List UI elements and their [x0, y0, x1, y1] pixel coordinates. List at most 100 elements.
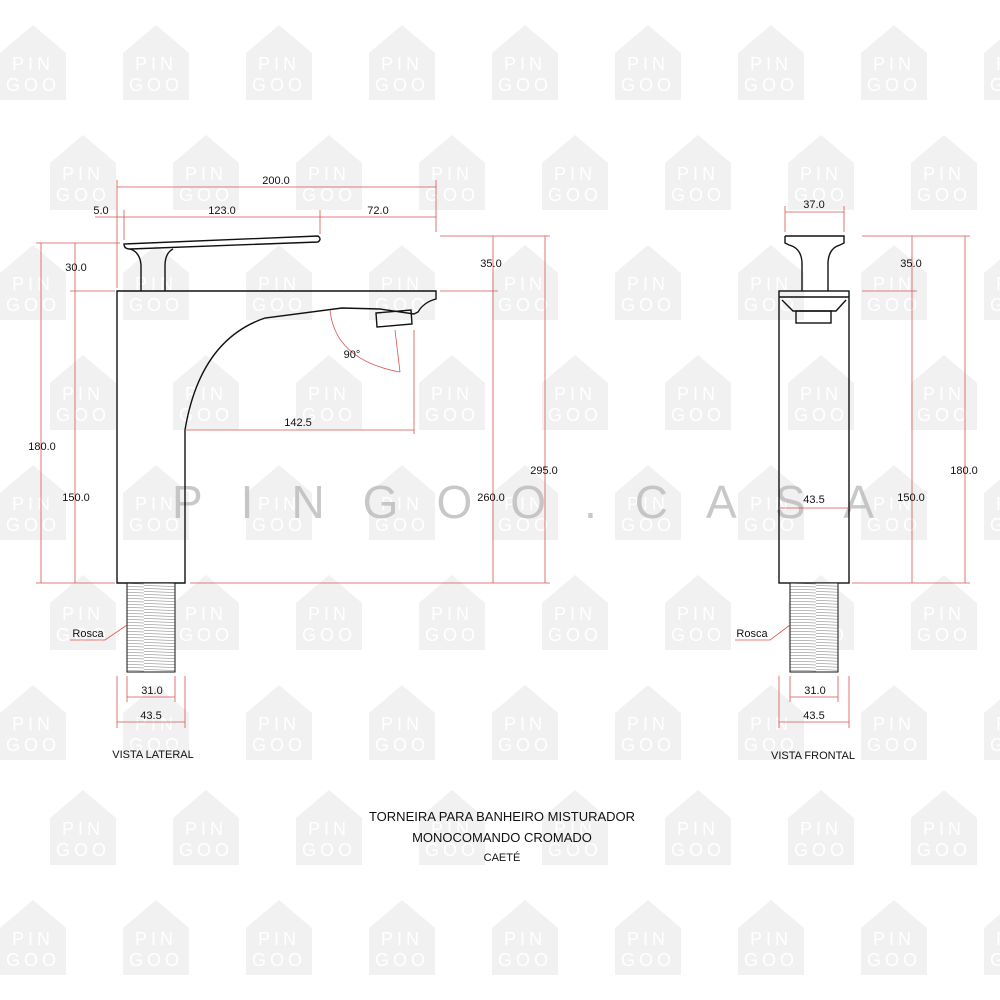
svg-text:GOO: GOO [252, 295, 306, 315]
dim-43-5-frontal: 43.5 [803, 710, 824, 722]
watermark-tile: PINGOO [738, 685, 804, 760]
svg-text:GOO: GOO [867, 735, 921, 755]
watermark-tile: PINGOO [615, 685, 681, 760]
watermark-tile: PINGOO [984, 479, 1000, 540]
watermark-tile: PINGOO [911, 790, 977, 865]
svg-text:PIN: PIN [135, 929, 177, 949]
watermark-tile: PINGOO [542, 575, 608, 650]
watermark-tile: PINGOO [861, 465, 927, 540]
svg-text:GOO: GOO [498, 515, 552, 535]
svg-text:PIN: PIN [381, 714, 423, 734]
dim-35: 35.0 [480, 258, 501, 270]
svg-text:PIN: PIN [873, 494, 915, 514]
dim-200: 200.0 [262, 175, 290, 187]
svg-text:PIN: PIN [431, 164, 473, 184]
view-label-frontal: VISTA FRONTAL [771, 750, 855, 762]
svg-text:PIN: PIN [627, 929, 669, 949]
watermark-tile: PINGOO [615, 900, 681, 975]
dim-260: 260.0 [477, 492, 505, 504]
svg-text:PIN: PIN [873, 714, 915, 734]
svg-text:PIN: PIN [308, 819, 350, 839]
svg-text:GOO: GOO [498, 735, 552, 755]
watermark-tile: PINGOO [738, 465, 804, 540]
watermark-tile: PINGOO [738, 900, 804, 975]
svg-text:GOO: GOO [302, 185, 356, 205]
watermark-tile: PINGOO [665, 790, 731, 865]
svg-text:GOO: GOO [252, 515, 306, 535]
watermark-tile: PINGOO [984, 259, 1000, 320]
svg-text:PIN: PIN [62, 384, 104, 404]
svg-text:PIN: PIN [996, 714, 1000, 734]
svg-text:GOO: GOO [744, 75, 798, 95]
svg-text:GOO: GOO [129, 295, 183, 315]
svg-text:GOO: GOO [302, 405, 356, 425]
svg-text:PIN: PIN [677, 604, 719, 624]
svg-text:PIN: PIN [923, 604, 965, 624]
frontal-dimension-lines [735, 206, 970, 728]
watermark-tile: PINGOO [369, 465, 435, 540]
dim-142-5: 142.5 [284, 417, 312, 429]
svg-text:PIN: PIN [258, 929, 300, 949]
svg-text:PIN: PIN [750, 274, 792, 294]
thread-label-lateral: Rosca [72, 628, 104, 640]
svg-text:PIN: PIN [135, 274, 177, 294]
svg-text:GOO: GOO [375, 515, 429, 535]
svg-text:PIN: PIN [677, 384, 719, 404]
title-line-3: CAETÉ [484, 851, 521, 864]
svg-text:GOO: GOO [794, 840, 848, 860]
svg-text:PIN: PIN [627, 54, 669, 74]
dim-43-5-lateral: 43.5 [140, 710, 161, 722]
svg-text:PIN: PIN [800, 384, 842, 404]
watermark-tile: PINGOO [246, 245, 312, 320]
svg-text:PIN: PIN [308, 384, 350, 404]
svg-text:GOO: GOO [621, 735, 675, 755]
svg-text:PIN: PIN [431, 819, 473, 839]
svg-text:GOO: GOO [548, 405, 602, 425]
watermark-tile: PINGOO [123, 25, 189, 100]
thread-label-frontal: Rosca [736, 628, 768, 640]
svg-text:GOO: GOO [917, 840, 971, 860]
svg-text:GOO: GOO [425, 405, 479, 425]
svg-text:GOO: GOO [375, 75, 429, 95]
svg-text:GOO: GOO [252, 950, 306, 970]
svg-text:GOO: GOO [794, 405, 848, 425]
svg-text:GOO: GOO [621, 75, 675, 95]
watermark-tile: PINGOO [911, 135, 977, 210]
svg-text:GOO: GOO [990, 295, 1000, 315]
svg-text:GOO: GOO [425, 625, 479, 645]
svg-text:GOO: GOO [179, 185, 233, 205]
watermark-tile: PINGOO [369, 245, 435, 320]
svg-text:PIN: PIN [431, 384, 473, 404]
svg-text:GOO: GOO [129, 950, 183, 970]
svg-text:PIN: PIN [381, 929, 423, 949]
svg-text:PIN: PIN [185, 164, 227, 184]
svg-text:GOO: GOO [917, 625, 971, 645]
svg-text:PIN: PIN [923, 819, 965, 839]
dim-35-frontal: 35.0 [900, 258, 921, 270]
dim-31-frontal: 31.0 [804, 685, 825, 697]
title-line-2: MONOCOMANDO CROMADO [412, 830, 592, 845]
watermark-tile: PINGOO [492, 25, 558, 100]
svg-text:PIN: PIN [504, 929, 546, 949]
svg-text:PIN: PIN [12, 929, 54, 949]
dim-150-left: 150.0 [62, 492, 90, 504]
watermark-tile: PINGOO [296, 790, 362, 865]
svg-text:GOO: GOO [425, 840, 479, 860]
watermark-tile: PINGOO [369, 685, 435, 760]
svg-text:PIN: PIN [873, 929, 915, 949]
svg-text:PIN: PIN [677, 164, 719, 184]
watermark-tile: PINGOO [173, 790, 239, 865]
svg-text:PIN: PIN [504, 494, 546, 514]
svg-text:GOO: GOO [917, 185, 971, 205]
dim-43-5-body: 43.5 [803, 494, 824, 506]
frontal-view: 37.0 35.0 150.0 180.0 43.5 31.0 43.5 Ros… [735, 199, 978, 762]
watermark-tile: PINGOO [50, 135, 116, 210]
svg-text:GOO: GOO [867, 75, 921, 95]
svg-text:GOO: GOO [179, 625, 233, 645]
svg-text:PIN: PIN [62, 164, 104, 184]
svg-text:PIN: PIN [923, 164, 965, 184]
svg-text:PIN: PIN [504, 274, 546, 294]
svg-text:PIN: PIN [185, 604, 227, 624]
dim-123: 123.0 [208, 205, 236, 217]
svg-text:GOO: GOO [867, 515, 921, 535]
